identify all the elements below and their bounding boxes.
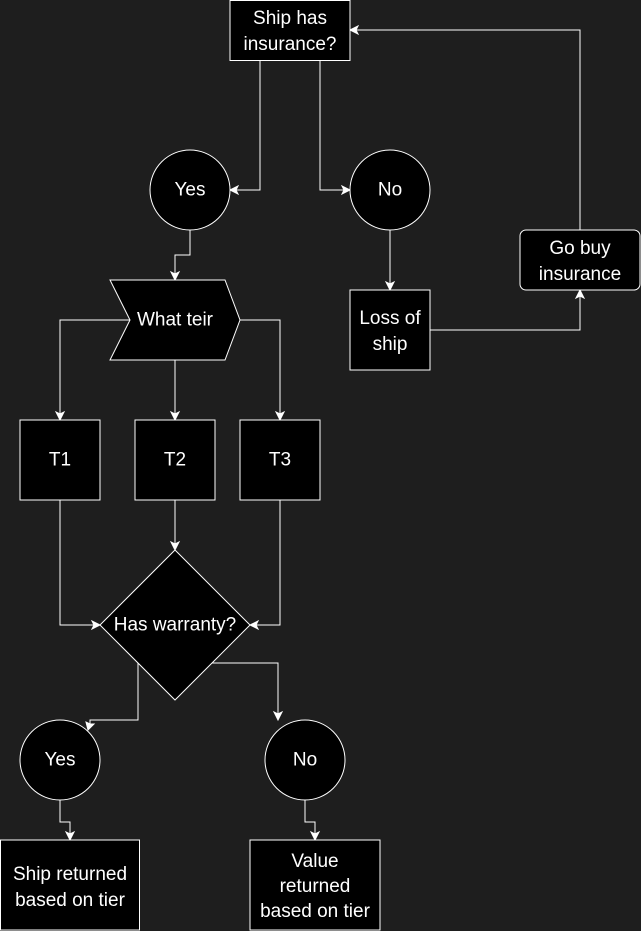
edge-insurance-to-no <box>319 60 344 191</box>
node-what-tier: What teir <box>109 279 241 361</box>
edge-warranty-to-yes <box>89 663 139 724</box>
edge-tier-to-t1 <box>59 319 130 414</box>
node-label: What teir <box>137 310 214 331</box>
arrowhead-insurance-no <box>340 184 352 196</box>
node-label: T2 <box>164 450 186 471</box>
arrowhead-no-loss <box>384 280 396 292</box>
node-has-warranty: Has warranty? <box>99 549 251 701</box>
node-label-line: insurance <box>539 264 621 285</box>
node-label: T1 <box>49 450 71 471</box>
connectors <box>54 24 586 842</box>
node-tier-1: T1 <box>19 419 101 501</box>
arrowhead-yes-tier <box>169 270 181 282</box>
arrowhead-buy-insurance <box>348 24 360 36</box>
arrowhead-t3-warranty <box>248 619 260 631</box>
edge-tier-to-t3 <box>240 319 281 414</box>
node-label-line: insurance? <box>244 34 337 55</box>
node-label-line: Ship has <box>253 8 327 29</box>
edge-loss-to-buy <box>430 296 581 331</box>
arrowhead-loss-buy <box>574 288 586 300</box>
arrowhead-no-value-returned <box>309 830 321 842</box>
node-ship-has-insurance: Ship has insurance? <box>229 0 351 61</box>
node-go-buy-insurance: Go buy insurance <box>519 229 641 291</box>
edge-buy-to-insurance <box>356 29 581 230</box>
node-label-line: Go buy <box>549 238 611 259</box>
node-ship-returned: Ship returned based on tier <box>0 839 140 931</box>
edge-insurance-to-yes <box>236 60 261 191</box>
arrowhead-warranty-yes <box>85 721 96 731</box>
edge-t1-to-warranty <box>59 500 94 626</box>
node-warranty-yes: Yes <box>19 719 101 801</box>
node-label: No <box>378 180 402 201</box>
node-label: No <box>293 750 317 771</box>
arrowhead-t1-warranty <box>90 619 102 631</box>
node-insurance-yes: Yes <box>149 149 231 231</box>
node-tier-3: T3 <box>239 419 321 501</box>
arrowhead-yes-ship-returned <box>64 830 76 842</box>
node-label: Has warranty? <box>114 615 237 636</box>
edge-yes-to-ship-returned <box>59 800 71 834</box>
arrowhead-tier-t1 <box>54 410 66 422</box>
node-label-line: Loss of <box>359 308 421 329</box>
node-label-line: returned <box>280 876 351 897</box>
node-label-line: Value <box>291 851 338 872</box>
node-label: T3 <box>269 450 291 471</box>
arrowhead-warranty-no <box>272 710 284 722</box>
edge-warranty-to-no <box>212 662 279 714</box>
node-label-line: ship <box>373 334 408 355</box>
arrowhead-insurance-yes <box>228 184 240 196</box>
node-warranty-no: No <box>264 719 346 801</box>
node-insurance-no: No <box>349 149 431 231</box>
edge-no-to-value-returned <box>304 800 316 834</box>
node-tier-2: T2 <box>134 419 216 501</box>
arrowhead-tier-t3 <box>274 410 286 422</box>
edge-t3-to-warranty <box>256 500 281 626</box>
node-label-line: based on tier <box>260 901 371 922</box>
node-loss-of-ship: Loss of ship <box>349 289 431 371</box>
node-label: Yes <box>45 750 76 771</box>
arrowhead-t2-warranty <box>169 540 181 552</box>
node-label: Yes <box>175 180 206 201</box>
node-value-returned: Value returned based on tier <box>249 839 381 931</box>
arrowhead-tier-t2 <box>169 410 181 422</box>
node-label-line: Ship returned <box>13 864 127 885</box>
node-label-line: based on tier <box>15 890 126 911</box>
edge-yes-to-tier <box>174 230 191 274</box>
